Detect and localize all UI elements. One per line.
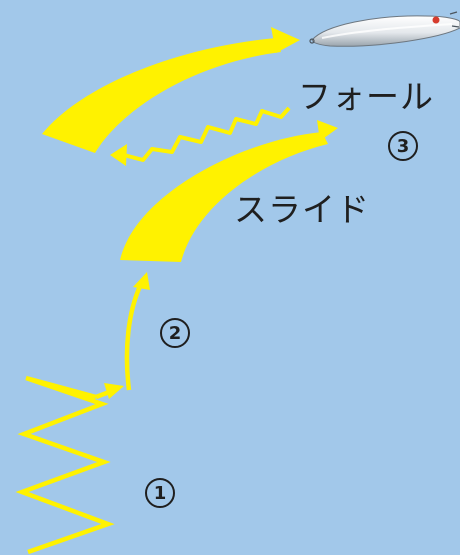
fall-label: フォール: [298, 80, 434, 113]
zigzag-jerk-path: [22, 378, 108, 552]
step-1-badge: 1: [145, 478, 175, 508]
lure-eye: [433, 17, 440, 24]
step-3-badge: 3: [388, 131, 418, 161]
lure-icon: [310, 12, 460, 46]
step-2-badge: 2: [160, 318, 190, 348]
rise-arrow-path: [127, 282, 142, 390]
slide-label: スライド: [234, 193, 370, 226]
upper-slide-band: [42, 38, 281, 153]
rise-arrowhead: [133, 272, 150, 290]
fall-arrowhead: [110, 144, 127, 166]
zigzag-arrowhead: [104, 383, 124, 399]
upper-band-arrowhead: [271, 27, 300, 53]
slide-arrowhead: [317, 120, 338, 141]
